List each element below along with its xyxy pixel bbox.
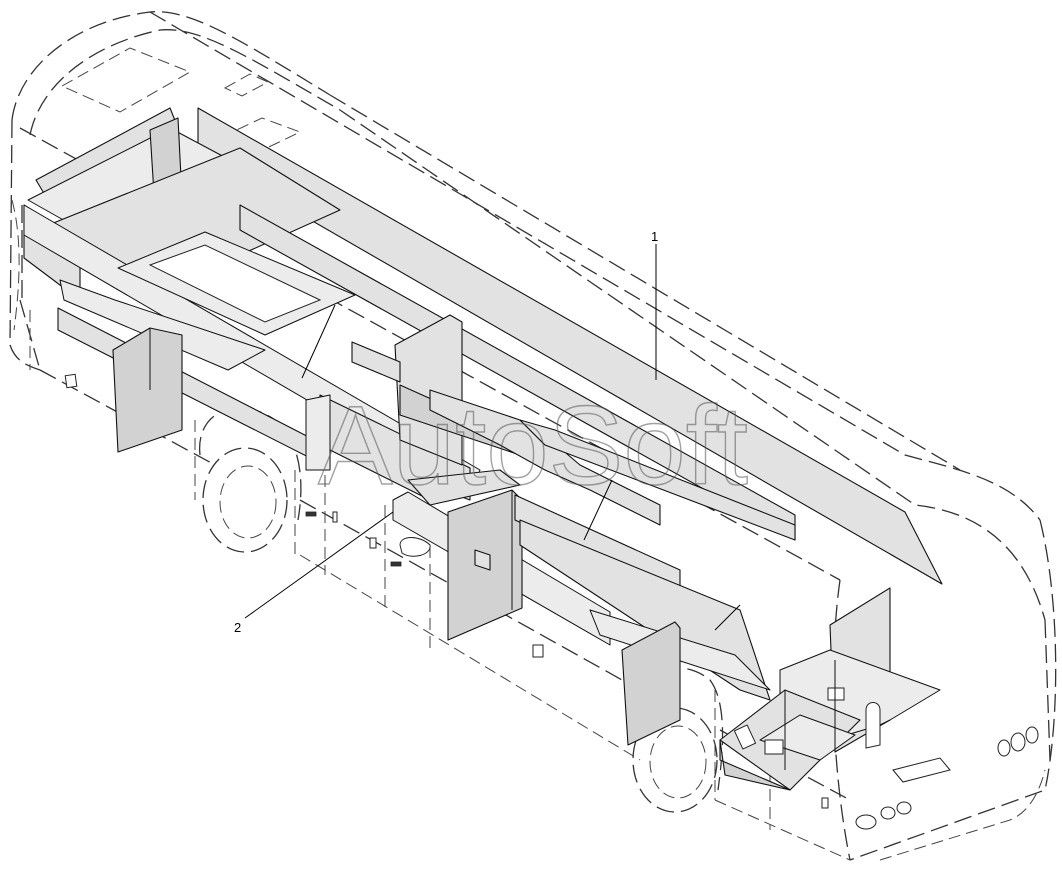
side-insulation-panels [57, 307, 796, 746]
callout-2: 2 [234, 511, 394, 635]
watermark: AutoSoft [318, 383, 748, 508]
leader-lines [301, 304, 741, 631]
callout-2-label: 2 [234, 620, 241, 635]
body-details [64, 373, 1039, 830]
callout-1: 1 [651, 229, 658, 380]
rear-compartment-panels [719, 587, 941, 791]
callout-1-label: 1 [651, 229, 658, 244]
